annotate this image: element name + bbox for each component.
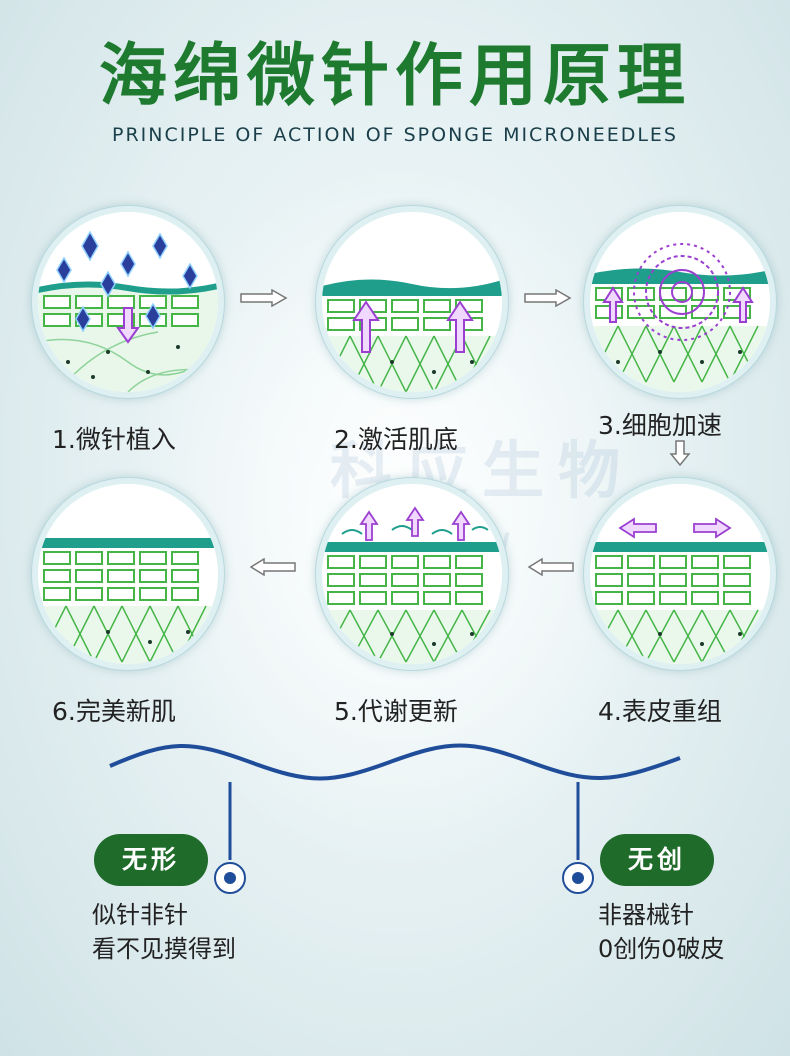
step-3-label: 3.细胞加速 [598,411,722,440]
step-1-illustration [32,206,224,398]
feature-desc-line: 0创伤0破皮 [598,935,725,963]
feature-desc-line: 非器械针 [598,901,694,929]
step-4-illustration [584,478,776,670]
pin-icon [562,862,594,894]
arrow-left-icon [250,558,296,576]
arrow-right-icon [240,289,288,307]
step-1-label: 1.微针植入 [52,425,176,454]
feature-desc-line: 似针非针 [92,901,188,929]
decorative-wave [109,743,681,860]
step-6-illustration [32,478,224,670]
feature-badge-noninvasive: 无创 [600,834,714,886]
step-2-illustration [316,206,508,398]
arrow-right-icon [524,289,572,307]
step-5-illustration [316,478,508,670]
step-6-label: 6.完美新肌 [52,697,176,726]
feature-desc-noninvasive: 非器械针 0创伤0破皮 [598,898,725,966]
step-4-label: 4.表皮重组 [598,697,722,726]
page-title: 海绵微针作用原理 [98,36,691,116]
step-2-label: 2.激活肌底 [334,425,458,454]
page-subtitle: PRINCIPLE OF ACTION OF SPONGE MICRONEEDL… [111,124,678,146]
feature-badge-invisible: 无形 [94,834,208,886]
arrow-down-icon [669,440,691,466]
feature-desc-invisible: 似针非针 看不见摸得到 [92,898,236,966]
pin-icon [214,862,246,894]
step-3-illustration [584,206,776,398]
step-5-label: 5.代谢更新 [334,697,458,726]
feature-desc-line: 看不见摸得到 [92,935,236,963]
arrow-left-icon [528,558,574,576]
